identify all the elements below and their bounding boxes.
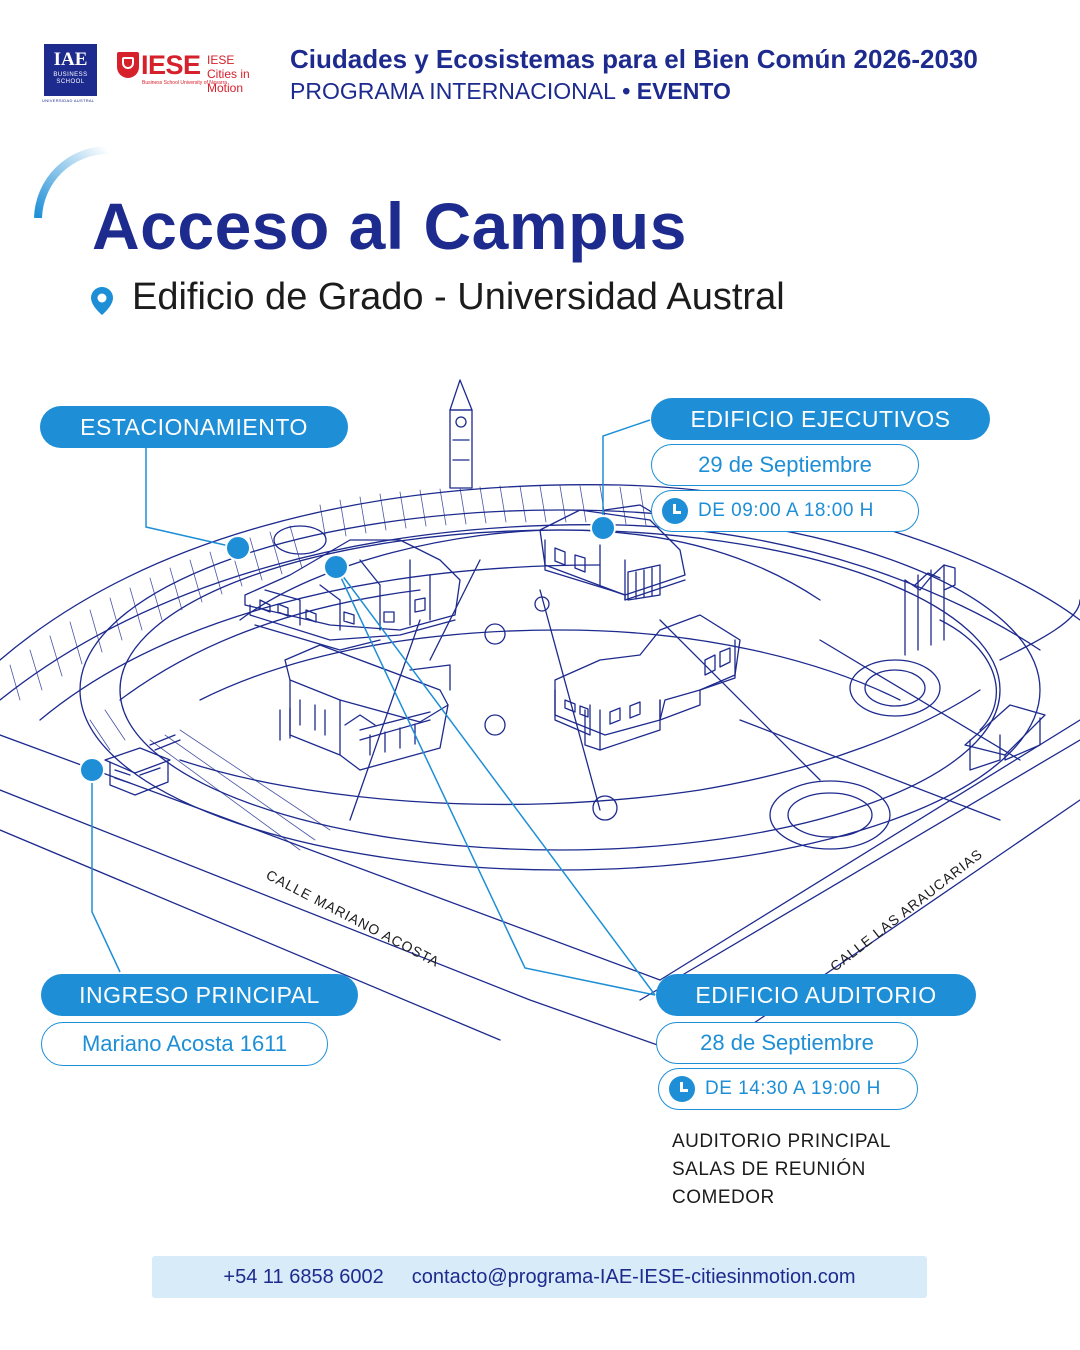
street-label-mariano-acosta: CALLE MARIANO ACOSTA (264, 866, 443, 969)
header-subtitle-separator: • (615, 78, 637, 104)
label-ingreso-principal: INGRESO PRINCIPAL (41, 974, 358, 1016)
street-label-las-araucarias: CALLE LAS ARAUCARIAS (827, 845, 986, 974)
header-title: Ciudades y Ecosistemas para el Bien Comú… (290, 44, 978, 74)
clock-tower (449, 379, 473, 489)
contact-email[interactable]: contacto@programa-IAE-IESE-citiesinmotio… (411, 1265, 856, 1288)
contact-phone[interactable]: +54 11 6858 6002 (223, 1265, 384, 1288)
decorative-arc (34, 146, 109, 219)
marker-grado (323, 554, 349, 580)
marker-ejecutivos (590, 515, 616, 541)
label-edificio-auditorio: EDIFICIO AUDITORIO (656, 974, 976, 1016)
time-text: DE 09:00 A 18:00 H (698, 500, 874, 521)
building-grado (244, 539, 461, 651)
iae-tagline: UNIVERSIDAD AUSTRAL (42, 98, 95, 103)
header-subtitle-program: PROGRAMA INTERNACIONAL (290, 78, 616, 104)
leader-auditorio-2 (335, 566, 656, 996)
clock-icon (669, 1076, 695, 1102)
building-auditorio (279, 644, 451, 771)
label-estacionamiento: ESTACIONAMIENTO (40, 406, 348, 448)
iae-logo-subtext: BUSINESS SCHOOL (53, 72, 88, 85)
leader-ingreso (91, 770, 121, 973)
contact-footer: +54 11 6858 6002 contacto@programa-IAE-I… (152, 1256, 927, 1298)
entrance-building (104, 734, 181, 796)
location-pin-icon (91, 287, 113, 315)
iese-shield-icon (117, 52, 139, 78)
time-edificio-ejecutivos: DE 09:00 A 18:00 H (651, 490, 919, 532)
iese-logo-sub: Business School University of Navarra (142, 80, 228, 86)
building-right-complex (554, 614, 741, 751)
gatehouse (964, 704, 1046, 771)
flags (904, 564, 956, 656)
auditorio-facilities-list: AUDITORIO PRINCIPAL SALAS DE REUNIÓN COM… (672, 1128, 891, 1212)
time-text: DE 14:30 A 19:00 H (705, 1078, 881, 1099)
time-edificio-auditorio: DE 14:30 A 19:00 H (658, 1068, 918, 1110)
date-edificio-auditorio: 28 de Septiembre (656, 1022, 918, 1064)
label-edificio-ejecutivos: EDIFICIO EJECUTIVOS (651, 398, 990, 440)
facility-item: COMEDOR (672, 1187, 775, 1208)
location-subtitle: Edificio de Grado - Universidad Austral (132, 276, 785, 318)
header-subtitle: PROGRAMA INTERNACIONAL • EVENTO (290, 78, 731, 105)
address-ingreso-principal: Mariano Acosta 1611 (41, 1022, 328, 1066)
header-subtitle-event: EVENTO (636, 78, 731, 104)
leader-estacionamiento (145, 448, 239, 549)
date-edificio-ejecutivos: 29 de Septiembre (651, 444, 919, 486)
streets (0, 719, 1080, 1061)
cities-in-motion-logo: IESE Cities in Motion (207, 53, 250, 95)
building-ejecutivos (539, 504, 686, 601)
facility-item: AUDITORIO PRINCIPAL (672, 1131, 891, 1152)
parking-hatches (9, 485, 647, 851)
iae-logo: IAE BUSINESS SCHOOL (44, 44, 97, 96)
iae-logo-text: IAE (53, 49, 88, 70)
iese-logo: IESE (141, 50, 201, 80)
marker-ingreso (79, 757, 105, 783)
leader-auditorio-1 (335, 566, 656, 996)
page-title: Acceso al Campus (92, 189, 687, 263)
leader-ejecutivos (602, 419, 651, 528)
clock-icon (662, 498, 688, 524)
marker-estacionamiento (225, 535, 251, 561)
facility-item: SALAS DE REUNIÓN (672, 1159, 866, 1180)
campus-grounds (79, 509, 1080, 871)
